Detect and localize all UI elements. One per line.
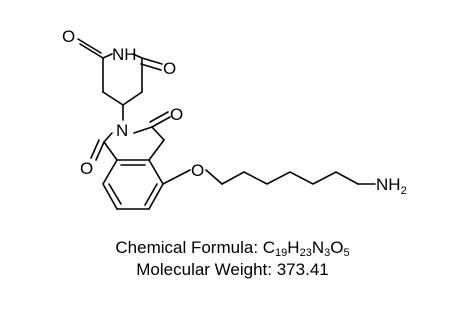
atom-oxygen: O xyxy=(170,105,183,124)
bond xyxy=(221,171,359,185)
atom-nitrogen: N xyxy=(116,121,128,140)
atom-oxygen: O xyxy=(62,27,75,46)
atom-oxygen: O xyxy=(80,159,93,178)
bond xyxy=(132,53,143,59)
bond xyxy=(79,43,104,59)
bond xyxy=(102,183,118,210)
bond xyxy=(102,159,118,185)
bond xyxy=(140,63,162,71)
atom-nh: NH xyxy=(112,45,137,64)
amine-nh-label: NH xyxy=(376,175,401,194)
chemical-formula: Chemical Formula: C19H23N3O5 xyxy=(0,238,465,259)
bond xyxy=(148,139,165,161)
bond xyxy=(122,91,143,106)
formula-c: C xyxy=(262,238,276,257)
bond xyxy=(102,91,124,106)
formula-c-count: 19 xyxy=(275,247,288,259)
bond xyxy=(148,183,164,210)
bond xyxy=(151,116,171,128)
formula-o-count: 5 xyxy=(343,247,350,259)
bond xyxy=(151,126,165,141)
formula-h: H xyxy=(287,238,300,257)
bond xyxy=(108,183,122,205)
formula-h-count: 23 xyxy=(299,247,312,259)
formula-n-count: 3 xyxy=(324,247,331,259)
bond xyxy=(162,169,191,185)
bond xyxy=(102,53,113,59)
atom-oxygen: O xyxy=(191,161,204,180)
bond xyxy=(103,132,113,143)
bond xyxy=(148,159,164,185)
bond xyxy=(133,126,153,134)
bond xyxy=(149,111,169,123)
bond xyxy=(144,183,158,206)
bond xyxy=(103,141,118,161)
bond xyxy=(95,141,105,161)
bond xyxy=(141,57,163,65)
bond xyxy=(205,169,223,185)
atom-amine: NH2 xyxy=(376,175,407,197)
formula-n: N xyxy=(311,238,325,257)
atom-oxygen: O xyxy=(163,59,176,78)
bond xyxy=(77,38,102,54)
bond xyxy=(90,139,100,159)
formula-label: Chemical Formula: xyxy=(115,238,263,257)
molecular-weight: Molecular Weight: 373.41 xyxy=(136,260,329,279)
formula-o: O xyxy=(330,238,344,257)
amine-subscript: 2 xyxy=(401,185,407,197)
